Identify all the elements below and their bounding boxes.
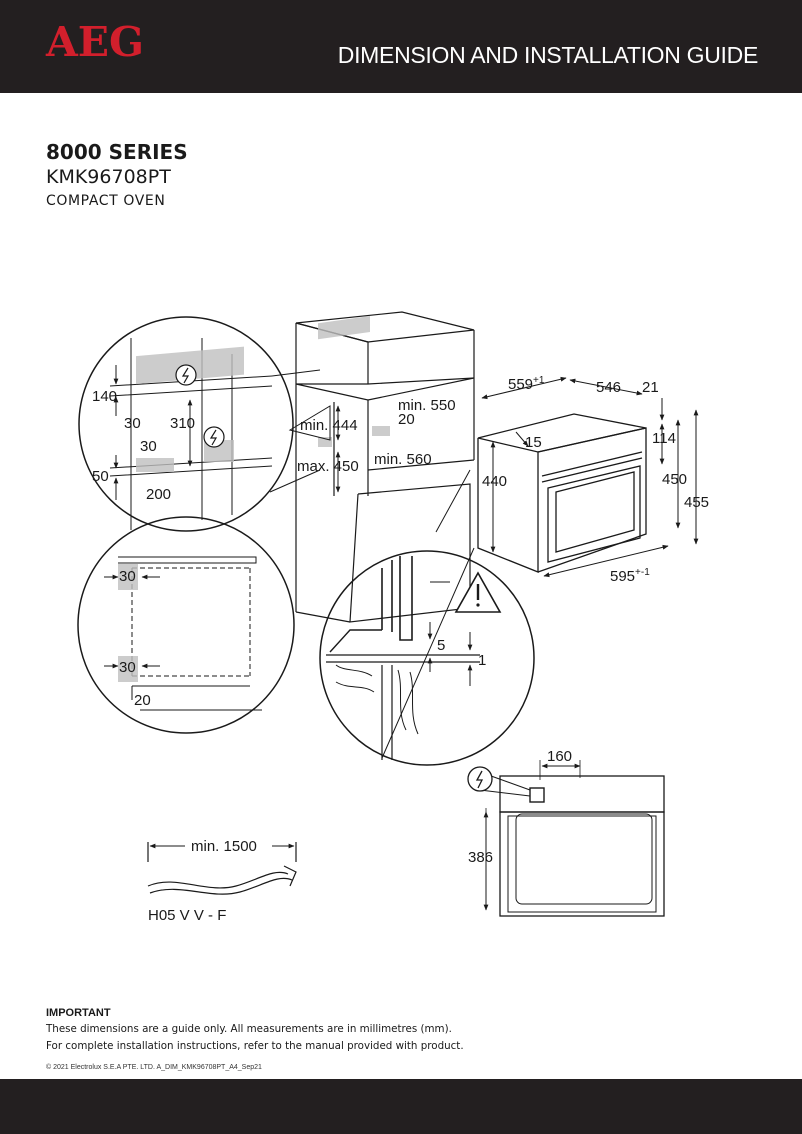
important-line-2: For complete installation instructions, … [46, 1040, 464, 1052]
product-series: 8000 SERIES [46, 140, 188, 164]
vent-shade-left [318, 437, 332, 447]
dim-niche-20: 20 [398, 411, 415, 428]
dim-side-30-top: 30 [119, 568, 136, 585]
side-detail [77, 516, 295, 734]
side-shade-top [118, 564, 138, 590]
front-view [479, 760, 665, 917]
dim-21: 21 [642, 379, 659, 396]
installation-drawing: min. 444 min. 550 20 max. 450 min. 560 1… [77, 311, 709, 924]
side-shade-bottom [118, 656, 138, 682]
product-model: KMK96708PT [46, 166, 171, 188]
dim-detail-1: 1 [478, 652, 486, 669]
dim-386: 386 [468, 849, 493, 866]
dim-450: 450 [662, 471, 687, 488]
dim-min444: min. 444 [300, 417, 358, 434]
dim-455: 455 [684, 494, 709, 511]
dim-max450: max. 450 [297, 458, 359, 475]
mount-detail [319, 469, 535, 766]
dim-50: 50 [92, 468, 109, 485]
vent-shade-small [372, 426, 390, 436]
cable-type: H05 V V - F [148, 907, 226, 924]
dim-160: 160 [547, 748, 572, 765]
cable-drawing [147, 842, 297, 895]
footer-bar [0, 1079, 802, 1134]
dim-200: 200 [146, 486, 171, 503]
dim-detail-5: 5 [437, 637, 445, 654]
warning-icon [454, 571, 502, 613]
product-type: COMPACT OVEN [46, 193, 166, 209]
dim-min560: min. 560 [374, 451, 432, 468]
cabinet-top-detail [78, 316, 331, 532]
dim-min550: min. 550 [398, 397, 456, 414]
important-heading: IMPORTANT [46, 1007, 111, 1019]
power-icon-1 [175, 364, 197, 386]
dim-side-20: 20 [134, 692, 151, 709]
dim-595: 595+-1 [610, 567, 650, 585]
dim-140: 140 [92, 388, 117, 405]
dim-30-mid: 30 [140, 438, 157, 455]
brand-logo: AEG [46, 18, 145, 66]
niche-cabinet [295, 311, 475, 623]
dim-310: 310 [170, 415, 195, 432]
important-line-1: These dimensions are a guide only. All m… [46, 1023, 452, 1035]
oven-iso [477, 413, 647, 573]
dim-min1500: min. 1500 [191, 838, 257, 855]
dim-114: 114 [652, 430, 676, 447]
dim-30-top: 30 [124, 415, 141, 432]
power-icon-2 [203, 426, 225, 448]
document-title: DIMENSION AND INSTALLATION GUIDE [337, 42, 759, 68]
copyright-text: © 2021 Electrolux S.E.A PTE. LTD. A_DIM_… [46, 1064, 262, 1071]
vent-shade [318, 315, 370, 340]
vent-shade-bottom-left [136, 458, 174, 472]
dim-15: 15 [525, 434, 542, 451]
dim-side-30-bottom: 30 [119, 659, 136, 676]
dim-440: 440 [482, 473, 507, 490]
power-icon-3 [467, 766, 493, 792]
header-bar: AEG DIMENSION AND INSTALLATION GUIDE [0, 0, 802, 93]
